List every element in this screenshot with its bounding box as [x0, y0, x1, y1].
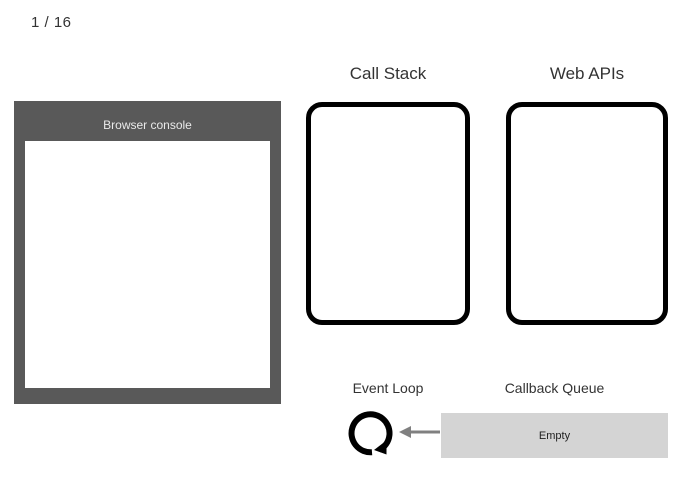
event-loop-title: Event Loop: [352, 380, 424, 396]
browser-console-log: [25, 141, 270, 153]
call-stack-box: [306, 102, 470, 325]
browser-console-panel: Browser console: [14, 101, 281, 404]
callback-queue-box: Empty: [441, 413, 668, 458]
web-apis-box: [506, 102, 668, 325]
web-apis-title: Web APIs: [549, 64, 625, 83]
arrow-left-icon: [399, 423, 440, 441]
callback-queue-status: Empty: [538, 429, 571, 442]
slide-counter: 1 / 16: [31, 14, 72, 31]
callback-queue-title: Callback Queue: [504, 380, 605, 396]
browser-console-title: Browser console: [103, 118, 192, 132]
circular-arrow-icon: [348, 409, 394, 459]
browser-console-screen: [25, 141, 270, 388]
call-stack-title: Call Stack: [349, 64, 427, 83]
